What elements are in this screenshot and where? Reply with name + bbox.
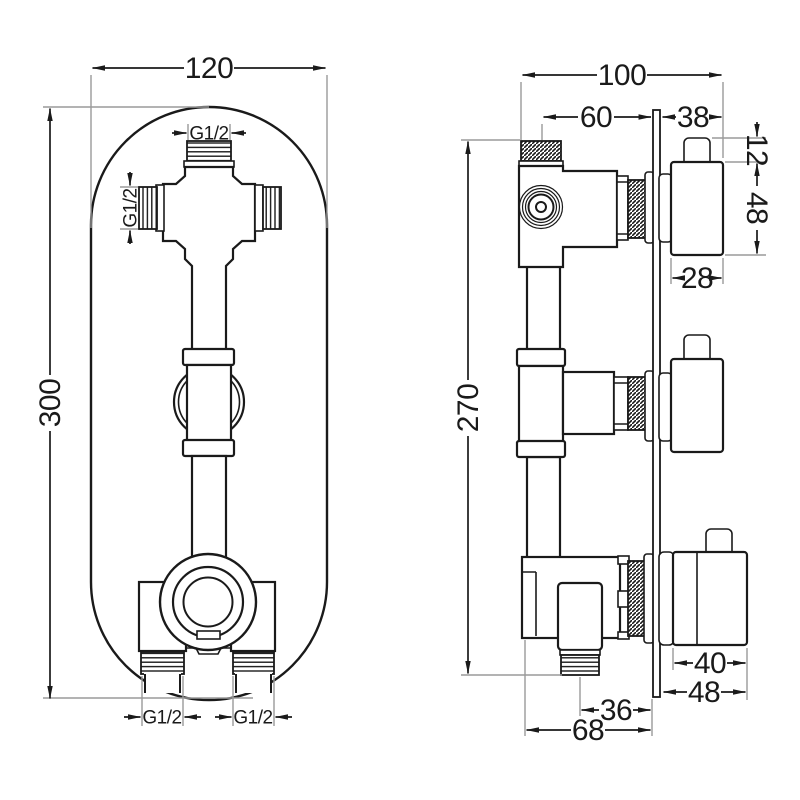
- inlet-boss-ring2: [521, 187, 561, 227]
- bottom-left-stub-edges: [144, 674, 181, 693]
- dim-total-depth-extensions: [520, 82, 724, 158]
- body-tab-top: [617, 555, 630, 565]
- label-front-left-thread-extensions: [120, 186, 138, 230]
- front-view-dimensions: 120 300 G1/2 G1/2 G1/2 G1/2: [34, 52, 328, 729]
- inlet-boss-center: [535, 201, 547, 213]
- label-front-bottom-left-extensions: [141, 676, 184, 726]
- right-thread-front: [262, 186, 282, 230]
- dim-side-height: 270: [452, 384, 485, 433]
- dim-side-bottom-handle-depth: 48: [688, 676, 720, 709]
- lower-pipe-side: [525, 455, 562, 562]
- cartridge-rod-mid-lines: [614, 382, 628, 425]
- left-thread-front: [138, 186, 158, 230]
- dim-stem-height-extensions: [712, 137, 766, 163]
- inlet-boss-circle: [527, 193, 555, 221]
- collar-mid-bottom: [515, 439, 567, 459]
- inlet-boss-ring3: [524, 190, 558, 224]
- top-thread-side: [520, 140, 562, 162]
- cartridge-rod-top-lines: [617, 181, 628, 235]
- handle-top: [669, 160, 725, 257]
- front-view: [89, 105, 329, 702]
- dim-top-handle-width-extensions: [670, 258, 724, 284]
- lower-pipe-front: [190, 454, 228, 564]
- upper-pipe-side: [525, 264, 562, 354]
- side-view-dimensions: 100 60 38 12 48 28 270 40: [452, 59, 773, 747]
- label-front-bottom-right-thread: G1/2: [233, 708, 272, 729]
- right-thread-nut: [254, 184, 264, 232]
- dim-side-stem-height: 12: [740, 134, 773, 166]
- label-front-bottom-left-thread: G1/2: [142, 708, 181, 729]
- dim-side-top-handle-width: 28: [681, 262, 713, 295]
- bottom-right-stub: [235, 673, 272, 693]
- dim-side-height-extensions: [461, 139, 562, 676]
- dim-front-width: 120: [185, 52, 234, 85]
- side-view: [515, 109, 749, 698]
- dim-front-height: 300: [34, 379, 67, 428]
- diverter-collar-bottom: [181, 438, 236, 458]
- cartridge-rod-mid: [613, 376, 629, 431]
- bottom-left-stub: [144, 673, 181, 693]
- thermostat-inner-circle: [182, 576, 234, 628]
- cartridge-rod-top: [616, 175, 629, 241]
- valve-body-bottom-step: [522, 571, 537, 636]
- dim-side-axis-to-wall: 60: [580, 101, 612, 134]
- bottom-right-thread-front: [232, 651, 275, 675]
- dim-bottom-handle-width-extensions: [672, 648, 748, 700]
- valve-arm-mid: [561, 370, 616, 436]
- bottom-right-stub-edges: [235, 674, 272, 693]
- dim-side-bottom-handle-width: 40: [694, 647, 726, 680]
- dim-outlet-offset-extensions: [579, 677, 653, 736]
- dim-side-top-handle-depth: 38: [677, 101, 709, 134]
- dim-side-top-handle-height: 48: [740, 192, 773, 224]
- valve-bottom-notch: [186, 647, 231, 655]
- dim-side-outlet-offset: 36: [600, 694, 632, 727]
- dim-front-width-extensions: [90, 75, 328, 228]
- dim-side-body-depth: 68: [572, 714, 604, 747]
- diverter-pipe-front: [185, 363, 233, 443]
- diverter-collar-top: [181, 347, 236, 367]
- collar-mid-top: [515, 347, 567, 368]
- label-front-bottom-right-extensions: [232, 676, 275, 726]
- bottom-left-thread-front: [140, 651, 185, 675]
- flange-bottom: [658, 551, 675, 646]
- label-front-top-thread: G1/2: [189, 124, 228, 145]
- handle-mid: [669, 357, 725, 454]
- outlet-thread-side: [560, 654, 600, 676]
- thermostat-marker: [196, 630, 221, 640]
- valve-body-mid: [517, 364, 565, 452]
- dim-front-height-extensions: [43, 106, 253, 699]
- dim-side-total-depth: 100: [598, 59, 647, 92]
- label-front-left-thread: G1/2: [121, 188, 142, 227]
- outlet-body-side: [556, 581, 604, 652]
- label-front-top-thread-extensions: [187, 124, 231, 140]
- handle-bottom: [671, 550, 749, 647]
